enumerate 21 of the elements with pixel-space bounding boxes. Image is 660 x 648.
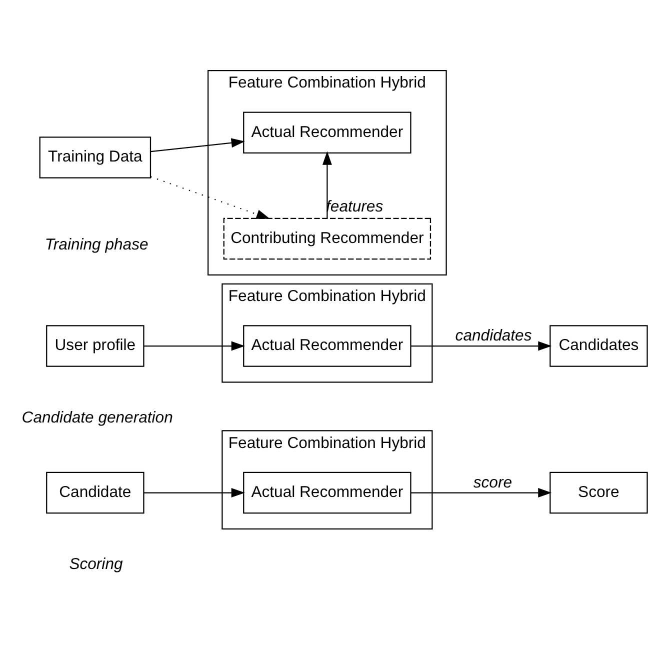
node-box: Candidate bbox=[46, 472, 144, 514]
edge-label: score bbox=[473, 474, 512, 492]
arrow bbox=[144, 488, 245, 498]
arrow bbox=[150, 176, 270, 219]
arrow bbox=[150, 138, 245, 152]
arrow bbox=[144, 341, 245, 351]
node-box: Score bbox=[550, 472, 648, 514]
label: Training phase bbox=[44, 236, 148, 254]
node-box: Actual Recommender bbox=[243, 472, 412, 514]
node-box: Candidates bbox=[550, 325, 648, 367]
node-box: User profile bbox=[46, 325, 144, 367]
arrow bbox=[322, 151, 332, 218]
label: Scoring bbox=[69, 556, 123, 574]
arrow bbox=[410, 341, 552, 351]
arrow bbox=[410, 488, 552, 498]
node-box: Contributing Recommender bbox=[223, 218, 432, 260]
node-box: Actual Recommender bbox=[243, 325, 412, 367]
edge-label: candidates bbox=[455, 328, 532, 345]
label: Candidate generation bbox=[22, 409, 173, 426]
node-box: Actual Recommender bbox=[243, 112, 412, 154]
node-box: Training Data bbox=[39, 136, 152, 178]
